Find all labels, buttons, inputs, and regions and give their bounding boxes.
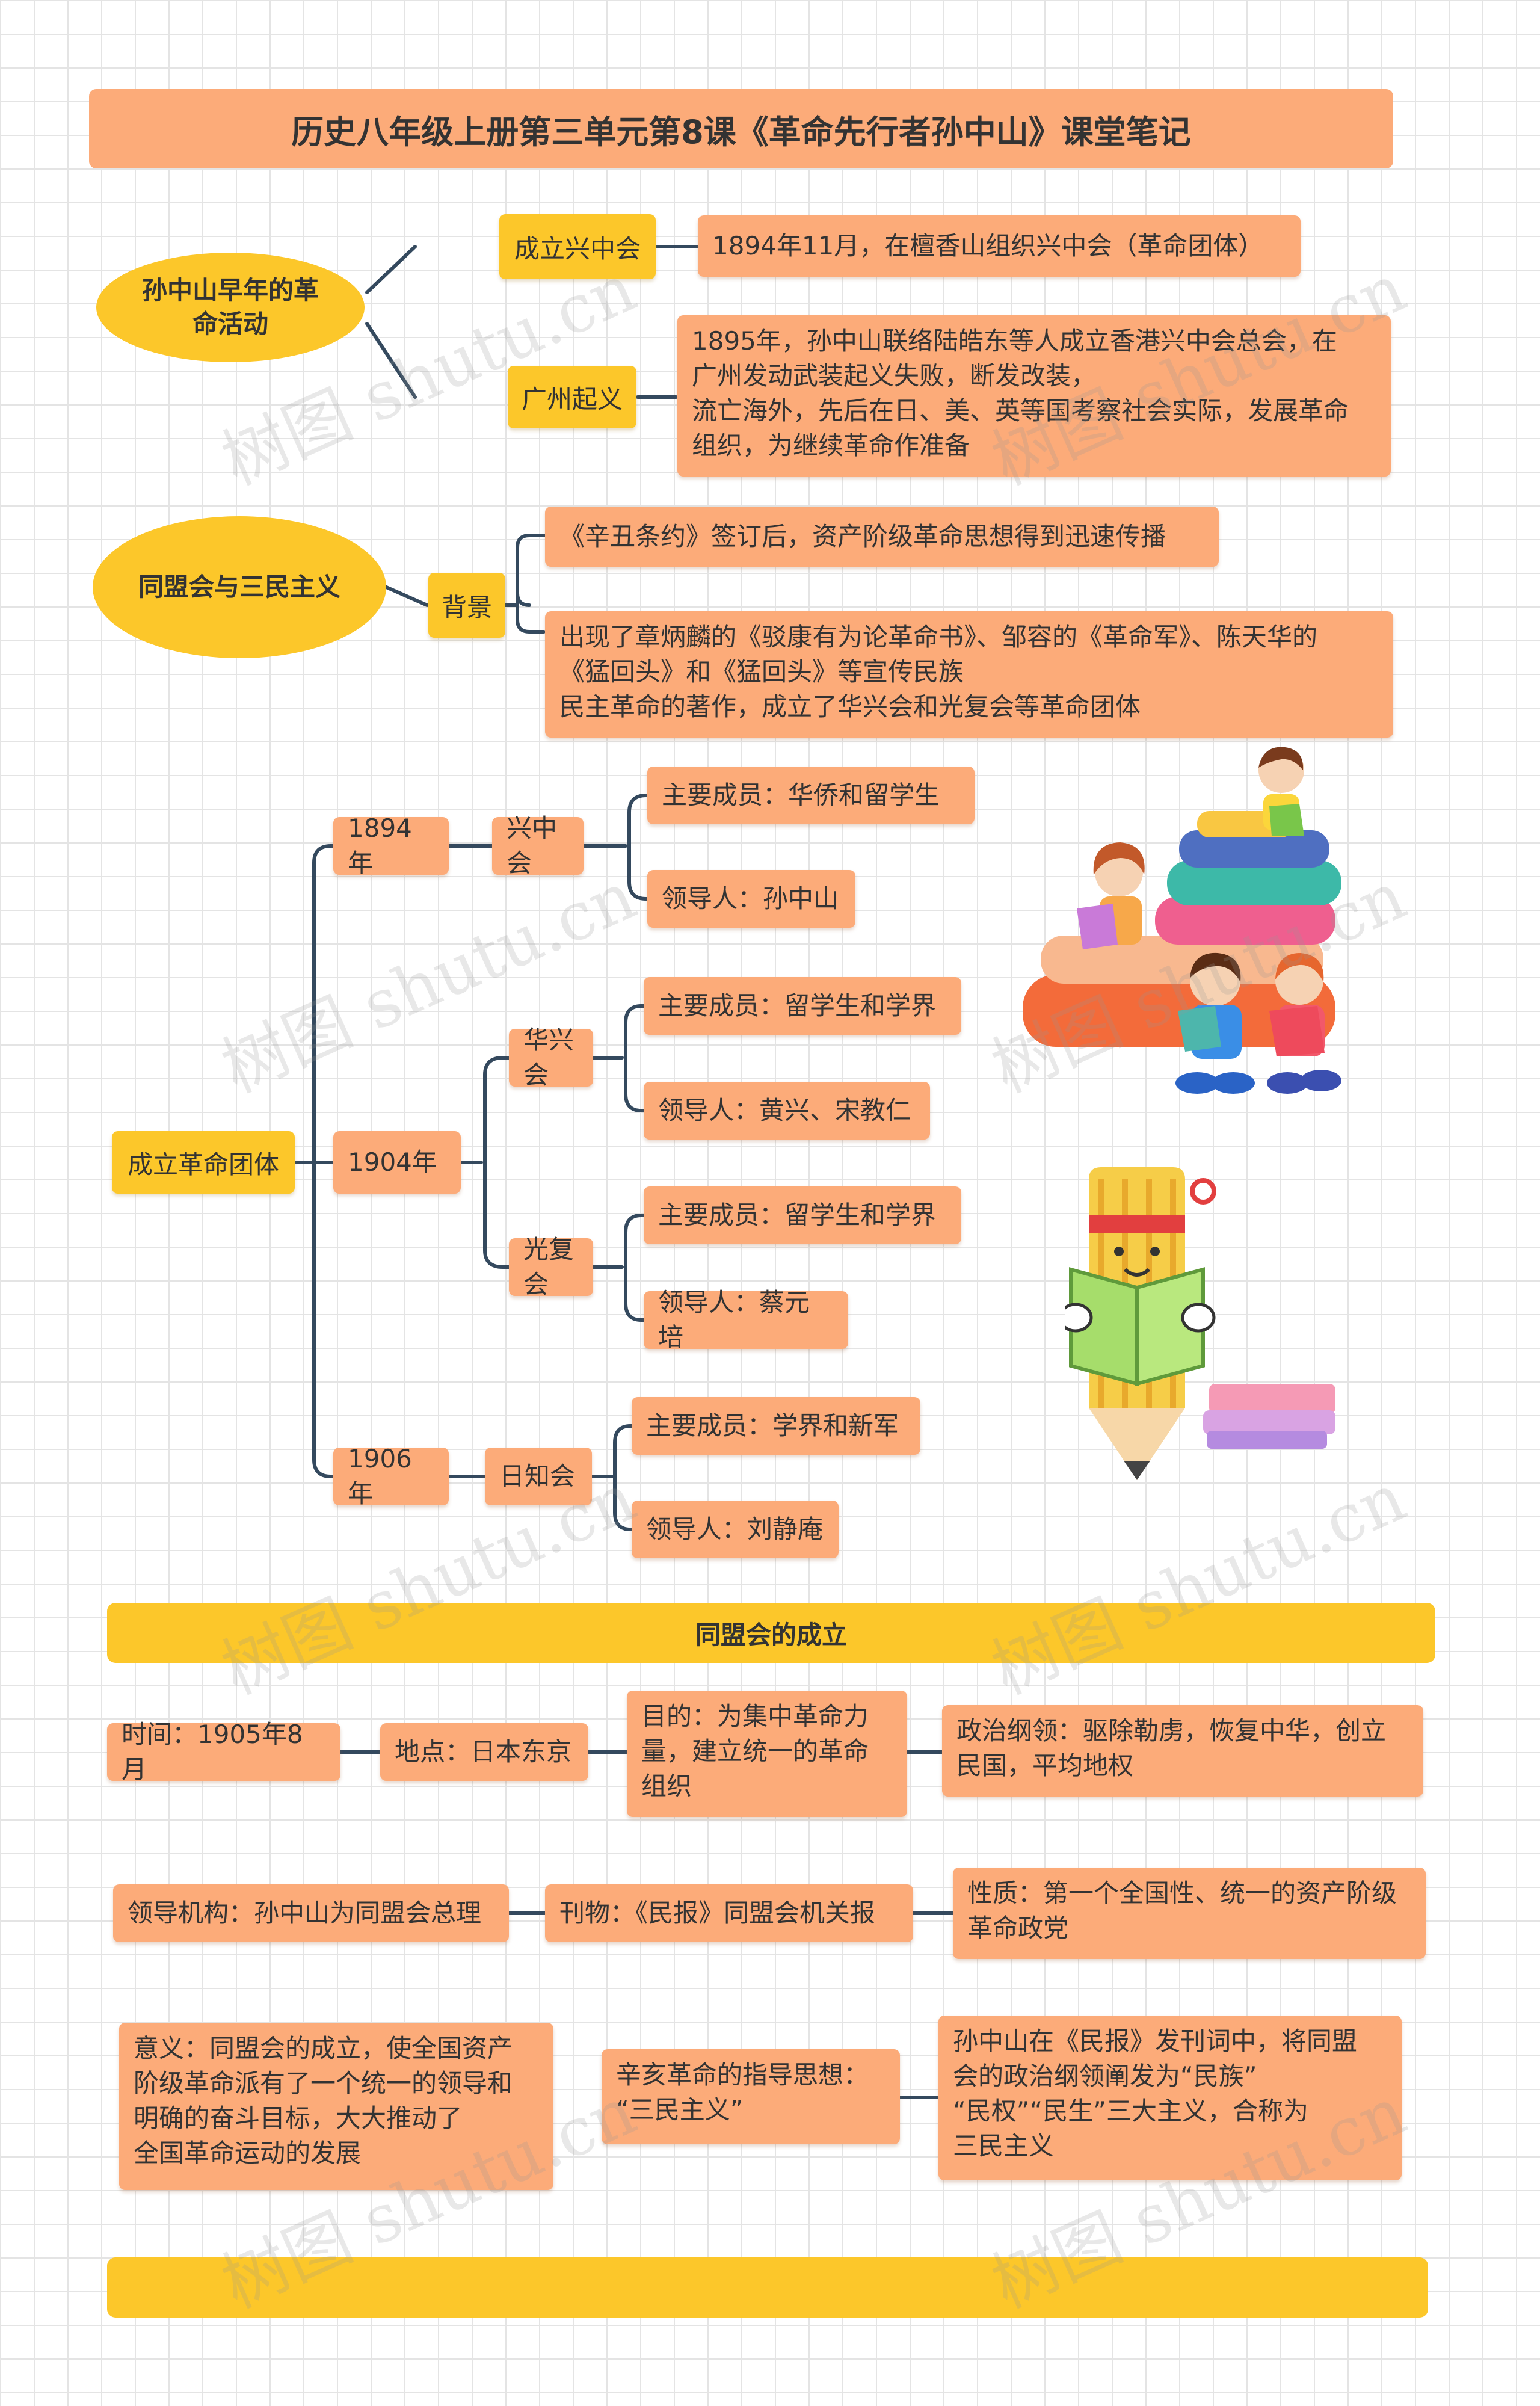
node-1894: 1894年: [333, 813, 449, 878]
footer-bar: [107, 2257, 1428, 2318]
section2-label: 同盟会与三民主义: [93, 516, 386, 658]
section2-bg2: 出现了章炳麟的《驳康有为论革命书》、邹容的《革命军》、陈天华的 《猛回头》和《猛…: [545, 611, 1393, 738]
section1-b2-label: 广州起义: [508, 366, 636, 428]
pencil-reading-illustration: [1065, 1167, 1335, 1480]
revolution-guiding-thought: 辛亥革命的指导思想： “三民主义”: [602, 2049, 900, 2144]
alliance-place: 地点：日本东京: [380, 1723, 588, 1781]
node-guangfuhui: 光复会: [509, 1235, 593, 1299]
section1-b2-text: 1895年，孙中山联络陆皓东等人成立香港兴中会总会，在 广州发动武装起义失败，断…: [677, 315, 1391, 477]
kids-reading-illustration: [1023, 747, 1341, 1094]
rizhihui-leader: 领导人：刘静庵: [632, 1501, 839, 1558]
page-title: 历史八年级上册第三单元第8课《革命先行者孙中山》课堂笔记: [89, 89, 1393, 168]
alliance-nature: 性质：第一个全国性、统一的资产阶级 革命政党: [953, 1868, 1426, 1959]
alliance-leader: 领导机构：孙中山为同盟会总理: [113, 1884, 509, 1942]
section3-label: 成立革命团体: [112, 1131, 295, 1194]
node-xingzhonghui: 兴中会: [492, 813, 584, 878]
alliance-journal: 刊物：《民报》同盟会机关报: [545, 1884, 913, 1942]
alliance-meaning: 意义：同盟会的成立，使全国资产 阶级革命派有了一个统一的领导和 明确的奋斗目标，…: [119, 2023, 553, 2190]
xingzhonghui-leader: 领导人：孙中山: [647, 870, 855, 928]
node-rizhihui: 日知会: [485, 1448, 592, 1505]
alliance-purpose: 目的：为集中革命力 量，建立统一的革命 组织: [627, 1691, 907, 1817]
alliance-program: 政治纲领：驱除勒虏，恢复中华，创立 民国，平均地权: [942, 1705, 1423, 1797]
section2-bg1: 《辛丑条约》签订后，资产阶级革命思想得到迅速传播: [545, 507, 1219, 567]
node-huaxinghui: 华兴会: [509, 1025, 593, 1090]
xingzhonghui-members: 主要成员：华侨和留学生: [647, 767, 975, 824]
section4-header: 同盟会的成立: [107, 1603, 1435, 1663]
section2-bg-label: 背景: [428, 573, 505, 638]
node-1906: 1906年: [333, 1444, 449, 1508]
rizhihui-members: 主要成员：学界和新军: [632, 1397, 920, 1455]
section1-label: 孙中山早年的革 命活动: [96, 253, 365, 362]
three-principles: 孙中山在《民报》发刊词中，将同盟 会的政治纲领阐发为“民族” “民权”“民生”三…: [938, 2016, 1402, 2180]
node-1904: 1904年: [333, 1131, 461, 1194]
guangfuhui-members: 主要成员：留学生和学界: [644, 1186, 961, 1244]
guangfuhui-leader: 领导人：蔡元培: [644, 1288, 848, 1352]
section1-b1-label: 成立兴中会: [499, 214, 656, 279]
huaxinghui-members: 主要成员：留学生和学界: [644, 977, 961, 1035]
alliance-time: 时间：1905年8月: [107, 1720, 340, 1784]
huaxinghui-leader: 领导人：黄兴、宋教仁: [644, 1082, 930, 1140]
section1-b1-text: 1894年11月，在檀香山组织兴中会（革命团体）: [698, 215, 1301, 277]
